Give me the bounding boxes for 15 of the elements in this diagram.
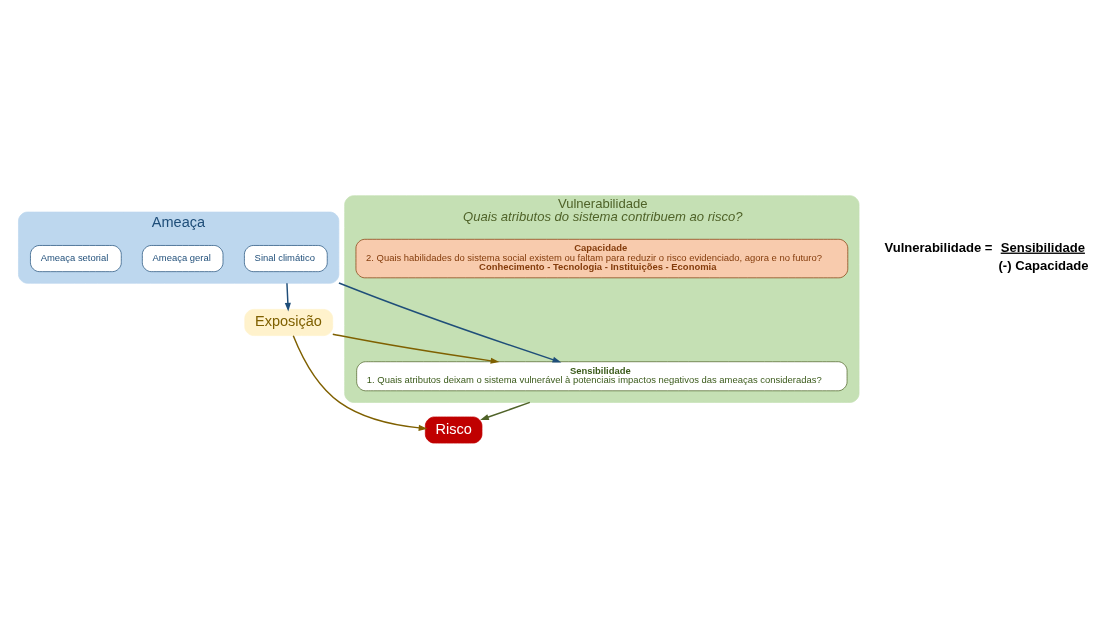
node-box: Sensibilidade 1. Quais atributos deixam o sistema vulnerável à potenciais impactos negativos das ameaças consideradas? — [356, 361, 848, 392]
label: Vulnerabilidade = — [884, 239, 993, 255]
node-box: Exposição — [244, 309, 334, 336]
node-box: Ameaça geral — [142, 245, 224, 272]
node-box: Capacidade 2. Quais habilidades do sistema social existem ou faltam para reduzir o risco evidenciado, agora e no futuro? Conhecimento - Tecnologia - Instituições - Economia — [355, 238, 849, 279]
node-box: Risco — [424, 416, 483, 444]
label: (-) Capacidade — [998, 258, 1089, 274]
label: Sensibilidade — [1000, 239, 1085, 255]
arrow — [480, 401, 531, 420]
arrow — [332, 333, 500, 364]
arrow — [338, 282, 562, 363]
node-box: Sinal climático — [244, 245, 328, 272]
arrow — [292, 335, 428, 431]
arrow — [284, 282, 291, 312]
node-box: Ameaça setorial — [30, 245, 122, 272]
